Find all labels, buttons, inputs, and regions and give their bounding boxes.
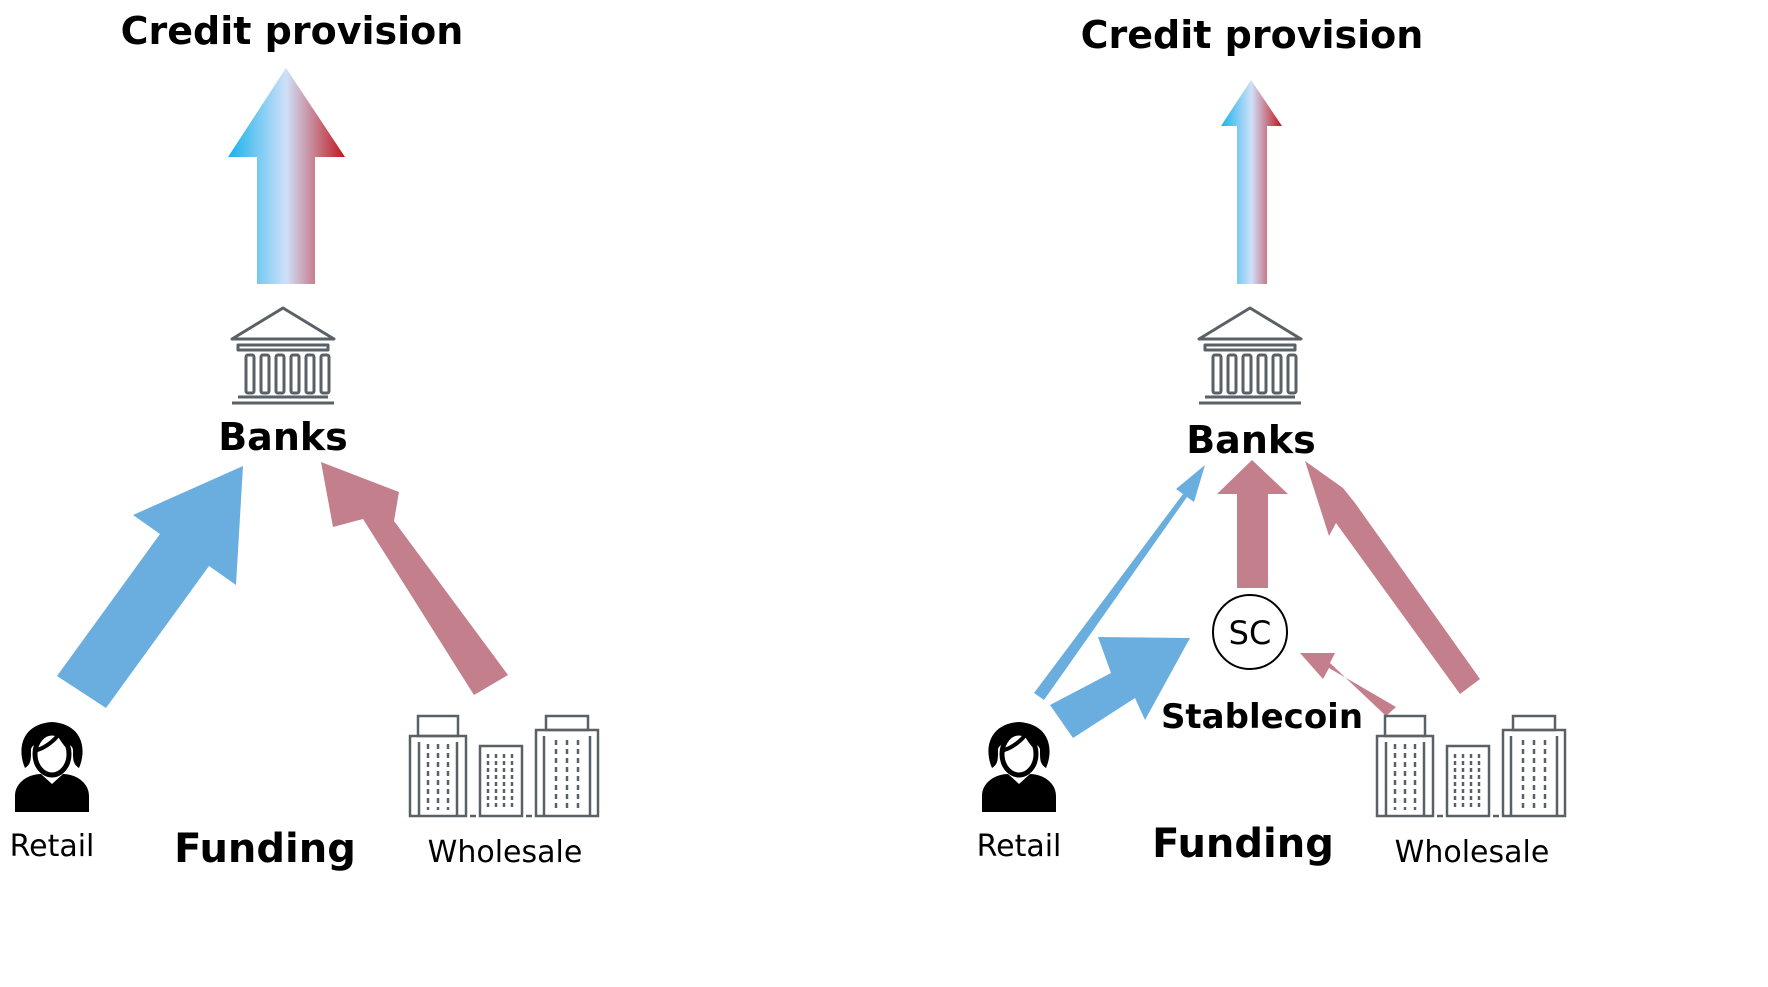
buildings-icon [1375,714,1567,818]
bank-icon [1197,306,1303,405]
right-stablecoin-to-banks-arrow [1217,460,1288,588]
person-icon [982,722,1056,812]
stablecoin-abbrev: SC [1229,614,1272,652]
left-retail-arrow [57,466,243,708]
left-panel: Credit provision Banks Retail Funding Wh… [10,9,600,872]
right-retail-direct-arrow [1034,465,1205,700]
bank-icon [230,306,336,405]
left-wholesale-arrow [321,462,508,695]
right-wholesale-label: Wholesale [1395,835,1550,870]
person-icon [15,722,89,812]
left-title: Credit provision [121,9,464,53]
right-banks-label: Banks [1186,418,1316,462]
right-stablecoin-label: Stablecoin [1161,697,1363,737]
right-wholesale-to-stablecoin-arrow [1300,653,1396,716]
left-credit-arrow [228,68,345,284]
right-wholesale-direct-arrow [1305,461,1480,694]
right-panel: Credit provision Banks SC Stablecoin Ret… [977,13,1567,870]
stablecoin-circle-icon: SC [1212,594,1288,670]
right-credit-arrow [1221,80,1282,284]
right-funding-label: Funding [1152,821,1334,867]
buildings-icon [408,714,600,818]
right-retail-label: Retail [977,829,1062,864]
left-banks-label: Banks [218,415,348,459]
left-retail-label: Retail [10,829,95,864]
left-funding-label: Funding [174,826,356,872]
left-wholesale-label: Wholesale [428,835,583,870]
right-retail-to-stablecoin-arrow [1050,637,1190,738]
right-title: Credit provision [1081,13,1424,57]
